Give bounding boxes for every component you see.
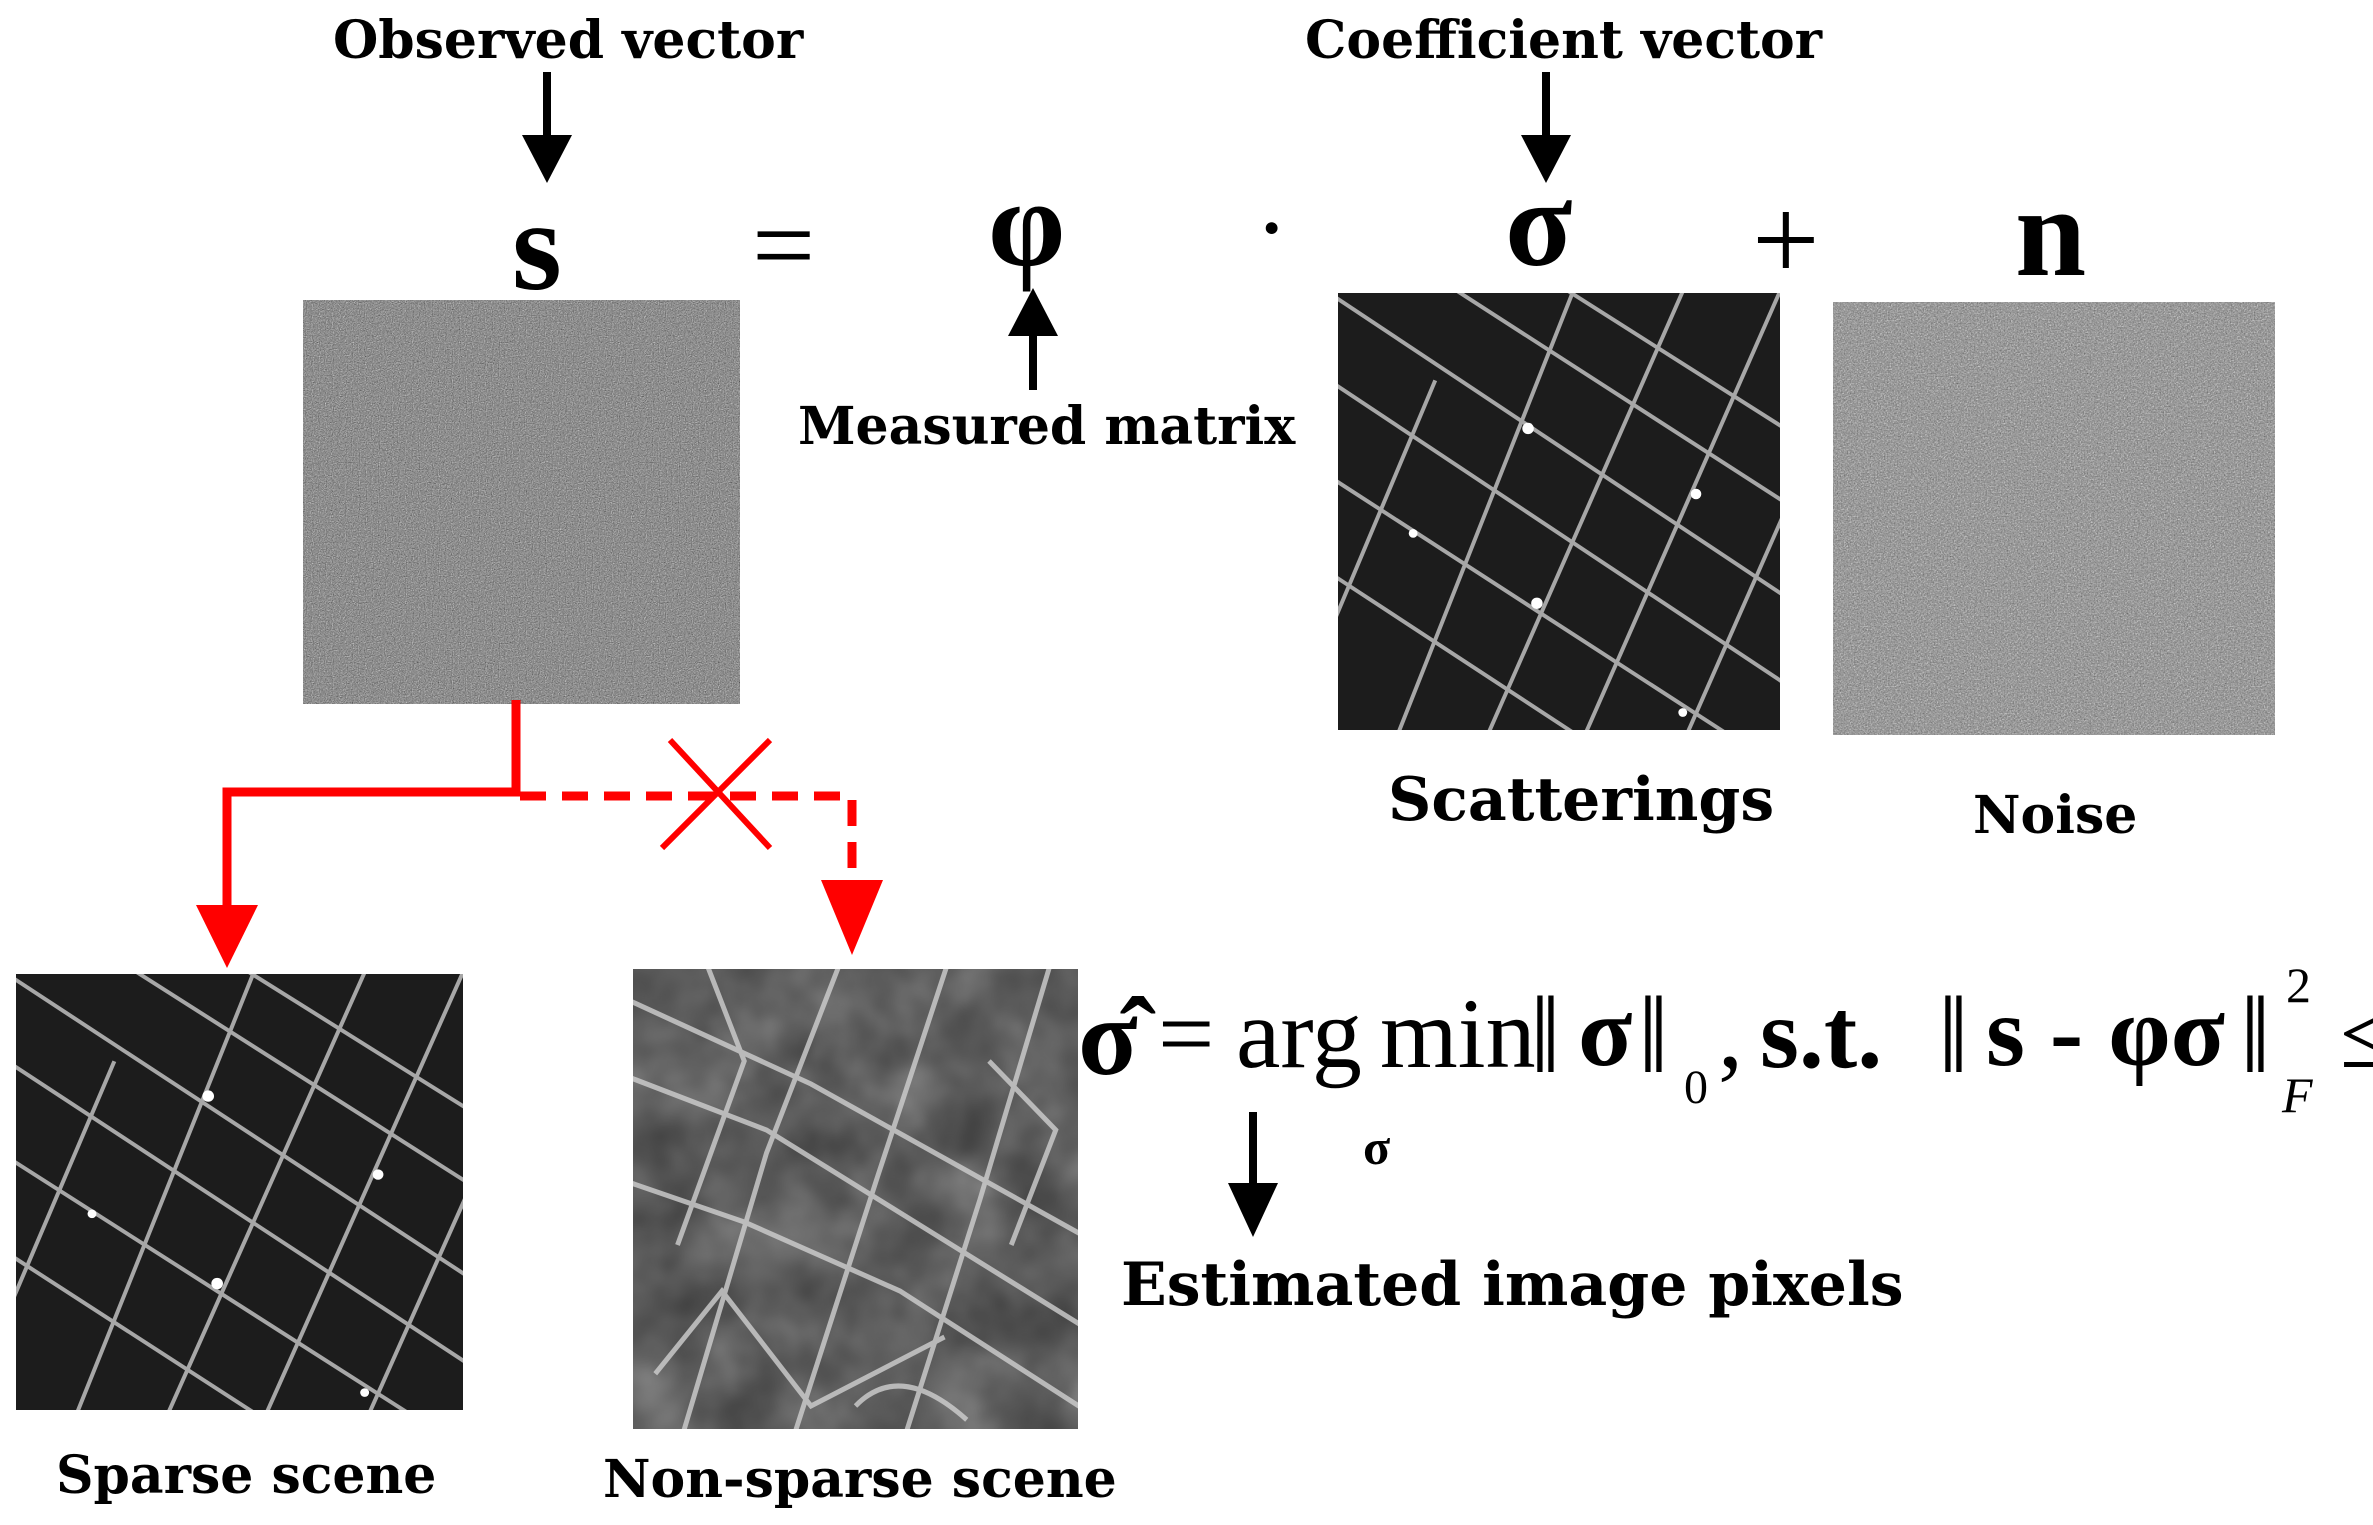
observed-vector-symbol-s: s xyxy=(512,175,562,317)
sparse-scene-label: Sparse scene xyxy=(56,1445,437,1506)
non-sparse-scene-label: Non-sparse scene xyxy=(603,1449,1117,1510)
formula-norm2-open: ‖ xyxy=(1938,974,1969,1096)
measured-matrix-arrow xyxy=(1008,288,1058,390)
noise-image xyxy=(1833,302,2275,735)
non-sparse-scene-image xyxy=(633,969,1078,1429)
observed-vector-arrow xyxy=(522,72,572,183)
multiplication-dot: · xyxy=(1255,172,1289,283)
measured-matrix-symbol-phi: φ xyxy=(988,155,1066,292)
formula-norm-open: ‖ xyxy=(1530,974,1561,1096)
noise-label: Noise xyxy=(1973,785,2138,846)
equals-sign: = xyxy=(752,184,816,308)
formula-residual: s - φσ xyxy=(1986,976,2226,1087)
formula-norm-close: ‖ xyxy=(1638,974,1669,1096)
scatterings-label: Scatterings xyxy=(1388,765,1775,835)
formula-min: min xyxy=(1380,978,1536,1089)
noise-symbol-n: n xyxy=(2015,161,2087,303)
coefficient-vector-arrow xyxy=(1521,72,1571,183)
coefficient-vector-label: Coefficient vector xyxy=(1305,10,1823,71)
scatterings-image xyxy=(1338,293,1780,730)
observed-vector-image xyxy=(303,300,740,704)
formula-sigma-hat: σ̂ xyxy=(1078,976,1138,1098)
plus-sign: + xyxy=(1752,173,1820,306)
formula-norm2-close: ‖ xyxy=(2240,974,2271,1096)
formula-subscript-sigma: σ xyxy=(1363,1119,1391,1175)
measured-matrix-label: Measured matrix xyxy=(798,396,1296,457)
formula-subscript-zero: 0 xyxy=(1684,1061,1708,1114)
non-sparse-path-arrow xyxy=(520,791,883,955)
estimated-image-pixels-label: Estimated image pixels xyxy=(1121,1250,1904,1320)
formula-subscript-f: F xyxy=(2282,1067,2313,1123)
estimated-pixels-arrow xyxy=(1228,1112,1278,1237)
rejected-path-cross xyxy=(659,737,773,851)
sparse-path-arrow xyxy=(196,700,521,968)
formula-superscript-two: 2 xyxy=(2286,957,2311,1013)
formula-arg: arg xyxy=(1236,978,1362,1089)
observed-vector-label: Observed vector xyxy=(333,10,804,71)
formula-equals: = xyxy=(1158,978,1215,1089)
coefficient-vector-symbol-sigma: σ xyxy=(1505,155,1573,292)
formula-comma: , xyxy=(1718,978,1743,1089)
formula-sigma: σ xyxy=(1578,976,1633,1087)
formula-such-that: s.t. xyxy=(1760,978,1883,1089)
sparse-scene-image xyxy=(16,974,463,1410)
formula-leq: ≤ xyxy=(2340,978,2373,1089)
